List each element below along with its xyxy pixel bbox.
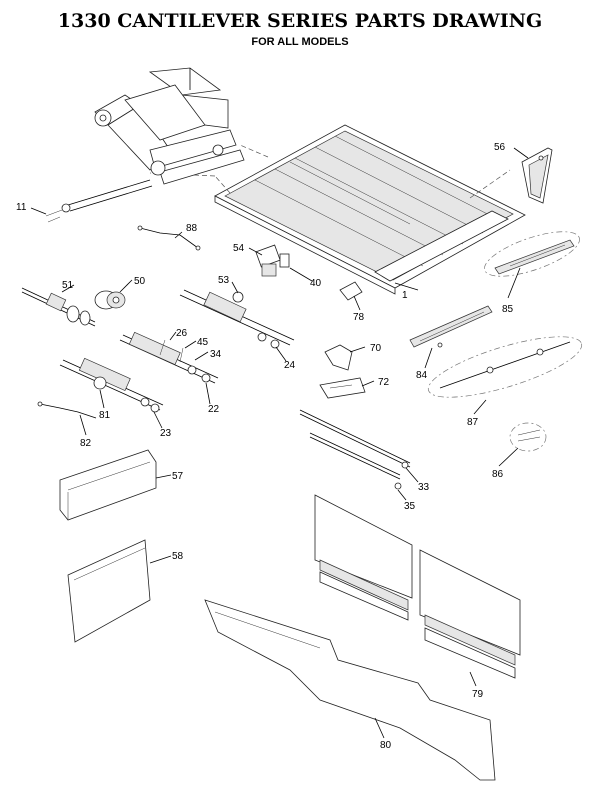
callout-34: 34 [210,349,222,360]
callout-84: 84 [416,370,428,381]
drawing-subtitle: FOR ALL MODELS [251,36,349,48]
part-51-shaft [21,287,96,327]
part-24-cylinder-assembly [179,289,295,349]
callout-26: 26 [176,328,188,339]
callout-86: 86 [492,469,504,480]
leader-lines [30,147,529,739]
part-lift-arm-assembly [45,67,245,223]
callout-11: 11 [16,202,27,213]
part-85-handrail [484,231,580,277]
callout-85: 85 [502,304,514,315]
part-54-40-switch [255,244,290,277]
callout-23: 23 [160,428,172,439]
callout-82: 82 [80,438,92,449]
callout-79: 79 [472,689,484,700]
callout-87: 87 [467,417,479,428]
part-87-rod-kit [427,336,583,398]
part-80-base-panel [204,599,496,781]
part-79-side-panels [314,494,521,679]
part-58-panel [67,539,151,643]
callout-88: 88 [186,223,198,234]
callout-labels: 1 11 22 23 24 26 33 34 35 40 45 50 51 53… [16,142,514,751]
part-22-cylinder-assembly [119,331,219,384]
callout-78: 78 [353,312,365,323]
part-86-hardware [509,422,547,452]
callout-72: 72 [378,377,390,388]
callout-56: 56 [494,142,506,153]
part-82-wire [37,401,97,419]
callout-54: 54 [233,243,245,254]
part-56-bracket [521,147,553,204]
part-88-cable [137,225,201,251]
part-platform [149,124,526,295]
part-33-rods [299,409,411,490]
part-23-cylinder-assembly [59,357,164,413]
callout-45: 45 [197,337,209,348]
callout-40: 40 [310,278,322,289]
callout-33: 33 [418,482,430,493]
callout-58: 58 [172,551,184,562]
part-78-hardware [339,281,363,301]
callout-70: 70 [370,343,382,354]
drawing-title: 1330 CANTILEVER SERIES PARTS DRAWING [57,10,543,32]
callout-80: 80 [380,740,392,751]
callout-81: 81 [99,410,111,421]
callout-1: 1 [402,290,408,301]
callout-57: 57 [172,471,184,482]
part-57-cover [59,449,157,521]
callout-22: 22 [208,404,220,415]
callout-24: 24 [284,360,296,371]
part-84-handrail [409,305,493,348]
callout-53: 53 [218,275,230,286]
callout-35: 35 [404,501,416,512]
callout-51: 51 [62,280,74,291]
callout-50: 50 [134,276,146,287]
part-50-gear [94,290,126,310]
part-70-72-hardware [319,344,366,399]
